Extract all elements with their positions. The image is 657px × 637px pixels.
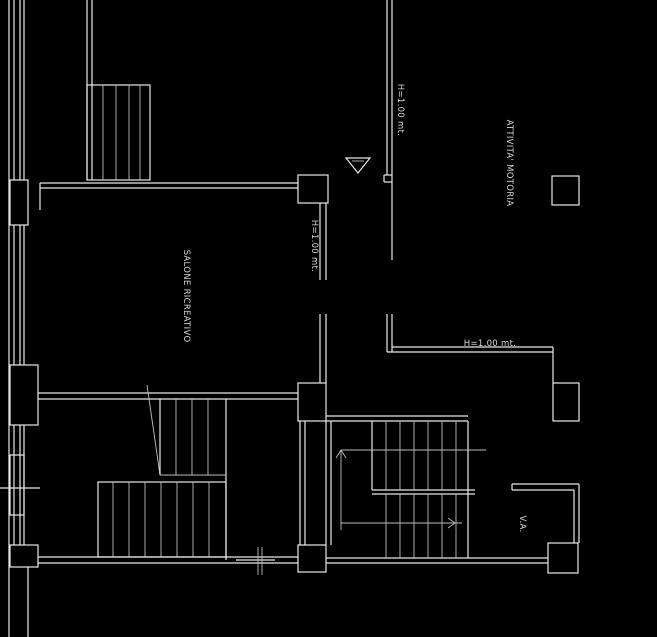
upper-stair-flight xyxy=(86,0,151,181)
room-label-va: V.A. xyxy=(517,516,527,533)
lower-left-stairs xyxy=(97,384,227,560)
pillar xyxy=(297,382,327,422)
height-label-right: H=1.00 mt. xyxy=(464,339,516,349)
left-facade-wall xyxy=(0,0,40,637)
height-label-top: H=1.00 mt. xyxy=(395,84,405,136)
height-label-mid: H=1.00 mt. xyxy=(309,220,319,272)
pillar xyxy=(551,175,580,206)
room-label-attivita-motoria: ATTIVITA' MOTORIA xyxy=(504,120,514,207)
va-shaft xyxy=(511,483,580,543)
level-marker-icon xyxy=(344,157,372,174)
corridor-walls xyxy=(319,0,554,383)
bottom-wall xyxy=(38,542,579,575)
salone-top-wall xyxy=(39,174,329,210)
right-stairs xyxy=(335,421,486,558)
pillar xyxy=(552,382,580,422)
salone-bottom-wall xyxy=(38,392,298,400)
stair-hall-walls xyxy=(299,415,468,545)
room-label-salone-ricreativo: SALONE RICREATIVO xyxy=(181,250,191,343)
